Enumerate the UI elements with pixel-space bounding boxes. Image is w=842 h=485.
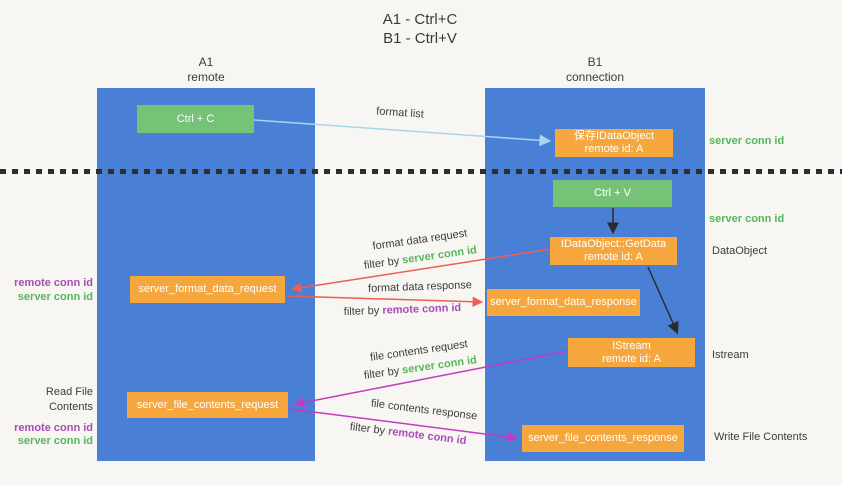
node-istream: IStream remote id: A [568, 338, 695, 367]
right-label-server-conn-id-2: server conn id [709, 213, 785, 225]
node-istream-line2: remote id: A [602, 352, 661, 365]
node-idataobject-getdata: IDataObject::GetData remote id: A [550, 237, 677, 265]
node-server-file-contents-request-label: server_file_contents_request [136, 398, 279, 411]
left-label-block-format: remote conn id server conn id [0, 276, 93, 304]
left-label-block-file: Read File Contents remote conn id server… [0, 385, 93, 448]
filter-prefix: filter by [363, 255, 401, 272]
node-server-file-contents-response: server_file_contents_response [522, 425, 684, 452]
node-save-idataobject-line1: 保存IDataObject [573, 130, 655, 142]
left-label-server-conn-id-1: server conn id [17, 291, 93, 303]
filter-prefix: filter by [349, 420, 386, 438]
node-ctrl-c: Ctrl + C [137, 105, 254, 133]
node-idataobject-getdata-line1: IDataObject::GetData [560, 238, 667, 250]
node-server-file-contents-response-label: server_file_contents_response [528, 432, 678, 444]
filter-key-remote-conn-id: remote conn id [382, 301, 462, 317]
filter-prefix: filter by [343, 304, 380, 319]
node-server-format-data-request-label: server_format_data_request [138, 283, 277, 295]
node-server-file-contents-request: server_file_contents_request [127, 392, 288, 418]
node-ctrl-v: Ctrl + V [553, 180, 672, 207]
node-idataobject-getdata-line2: remote id: A [584, 251, 643, 263]
arrow-format-data-response [286, 295, 484, 307]
node-server-format-data-response: server_format_data_response [487, 289, 640, 316]
column-header-b1: B1 connection [535, 55, 655, 85]
column-a1-name: A1 [198, 55, 214, 69]
title-line-1: A1 - Ctrl+C [382, 11, 458, 28]
node-ctrl-v-label: Ctrl + V [594, 187, 631, 199]
title-line-2: B1 - Ctrl+V [383, 30, 457, 47]
column-a1-role: remote [187, 70, 225, 84]
node-server-format-data-response-label: server_format_data_response [490, 296, 637, 308]
node-istream-line1: IStream [612, 339, 651, 352]
column-b1-role: connection [565, 70, 625, 84]
node-server-format-data-request: server_format_data_request [130, 276, 285, 303]
left-label-read-file-contents: Read File Contents [45, 386, 93, 413]
right-label-istream: Istream [712, 349, 749, 361]
label-file-contents-response: file contents response [370, 397, 478, 423]
filter-prefix: filter by [363, 365, 401, 382]
dotted-separator-line [0, 169, 842, 174]
right-label-server-conn-id-1: server conn id [709, 135, 785, 147]
diagram-title: A1 - Ctrl+C B1 - Ctrl+V [310, 10, 530, 48]
node-save-idataobject: 保存IDataObject remote id: A [555, 129, 673, 157]
right-label-write-file-contents: Write File Contents [714, 431, 808, 443]
node-save-idataobject-line2: remote id: A [584, 143, 644, 155]
filter-key-remote-conn-id: remote conn id [387, 425, 468, 448]
left-label-remote-conn-id-2: remote conn id [14, 422, 93, 434]
left-label-remote-conn-id-1: remote conn id [14, 277, 93, 289]
label-format-data-response: format data response [367, 279, 473, 295]
column-header-a1: A1 remote [146, 55, 266, 85]
label-filter-by-remote-conn-id-2: filter by remote conn id [338, 420, 479, 450]
column-b1-name: B1 [587, 55, 603, 69]
left-label-server-conn-id-2: server conn id [17, 435, 93, 447]
node-ctrl-c-label: Ctrl + C [176, 112, 215, 125]
label-filter-by-remote-conn-id-1: filter by remote conn id [335, 302, 470, 320]
label-format-list: format list [375, 105, 425, 121]
right-label-dataobject: DataObject [712, 245, 768, 257]
